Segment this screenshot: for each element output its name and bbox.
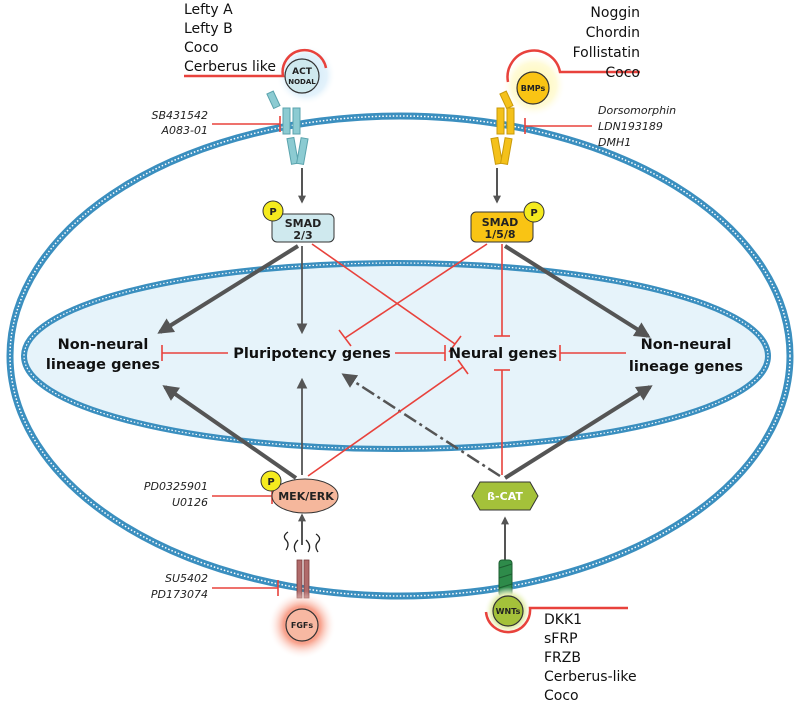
bmp-antagonist-list: Noggin Chordin Follistatin Coco	[573, 5, 640, 81]
wnt-antagonist-5: Coco	[544, 688, 579, 703]
non-neural-left-line1: Non-neural	[58, 337, 149, 353]
smad158-label-line1: SMAD	[482, 216, 519, 229]
wnt-antagonist-1: DKK1	[544, 612, 582, 628]
fgf-receptor	[268, 531, 336, 659]
wnt-antagonist-2: sFRP	[544, 631, 578, 647]
mek-erk-node	[260, 470, 339, 514]
nodal-antagonist-4: Cerberus like	[184, 59, 276, 75]
inhibitor-dorsomorphin: Dorsomorphin	[598, 104, 676, 117]
inhibitor-pd173074: PD173074	[151, 588, 208, 601]
wnt-receptor	[484, 559, 532, 635]
bcat-label: ß-CAT	[487, 490, 523, 503]
mek-erk-inhibitors: PD0325901 U0126	[144, 480, 208, 509]
inhibitor-u0126: U0126	[172, 496, 208, 509]
nucleus	[21, 260, 771, 452]
mek-erk-phospho: P	[267, 477, 274, 488]
act-label: ACT	[292, 67, 313, 77]
act-nodal-receptor	[266, 45, 336, 166]
smad23-label-line2: 2/3	[293, 229, 312, 242]
activation-arrows	[157, 168, 653, 560]
fgfs-label: FGFs	[291, 621, 313, 630]
smad158-label-line2: 1/5/8	[485, 228, 516, 241]
smad23-phospho: P	[269, 207, 276, 218]
inhibition-lines	[161, 116, 626, 596]
inhibitor-sb431542: SB431542	[151, 109, 208, 122]
bmp-antagonist-4: Coco	[605, 65, 640, 81]
smad23-node	[262, 200, 335, 243]
wnts-label: WNTs	[496, 607, 521, 616]
wnt-antagonist-cap	[484, 606, 628, 634]
bmp-receptor	[490, 53, 566, 166]
bmp-antagonist-3: Follistatin	[573, 45, 640, 61]
bmp-receptor-inhibitors: Dorsomorphin LDN193189 DMH1	[598, 104, 676, 149]
bmp-antagonist-cap	[506, 49, 640, 83]
fgf-receptor-inhibitors: SU5402 PD173074	[151, 572, 208, 601]
bmp-antagonist-1: Noggin	[590, 5, 640, 21]
nodal-antagonist-1: Lefty A	[184, 2, 233, 18]
nodal-label: NODAL	[288, 78, 316, 86]
non-neural-right-line1: Non-neural	[641, 337, 732, 353]
inhibitor-pd0325901: PD0325901	[144, 480, 208, 493]
pluripotency-genes-label: Pluripotency genes	[233, 346, 391, 362]
nodal-antagonist-3: Coco	[184, 40, 219, 56]
bcat-node	[471, 481, 539, 511]
inhibitor-ldn193189: LDN193189	[598, 120, 663, 133]
non-neural-left-line2: lineage genes	[46, 357, 160, 373]
smad158-node	[470, 201, 545, 243]
wnt-antagonist-4: Cerberus-like	[544, 669, 637, 685]
inhibitor-a083-01: A083-01	[161, 124, 209, 137]
wnt-antagonist-3: FRZB	[544, 650, 581, 666]
inhibitor-dmh1: DMH1	[598, 136, 631, 149]
nodal-antagonist-list: Lefty A Lefty B Coco Cerberus like	[184, 2, 276, 75]
inhibitor-su5402: SU5402	[165, 572, 208, 585]
non-neural-right-line2: lineage genes	[629, 359, 743, 375]
bmps-label: BMPs	[521, 84, 546, 93]
wnt-antagonist-list: DKK1 sFRP FRZB Cerberus-like Coco	[544, 612, 637, 703]
neural-genes-label: Neural genes	[449, 346, 557, 362]
nodal-antagonist-cap	[184, 48, 328, 78]
act-receptor-inhibitors: SB431542 A083-01	[151, 109, 208, 137]
cell-membrane	[6, 112, 794, 600]
nodal-antagonist-2: Lefty B	[184, 21, 233, 37]
smad158-phospho: P	[530, 208, 537, 219]
smad23-label-line1: SMAD	[285, 217, 322, 230]
mek-erk-label: MEK/ERK	[278, 490, 334, 503]
bmp-antagonist-2: Chordin	[586, 25, 640, 41]
